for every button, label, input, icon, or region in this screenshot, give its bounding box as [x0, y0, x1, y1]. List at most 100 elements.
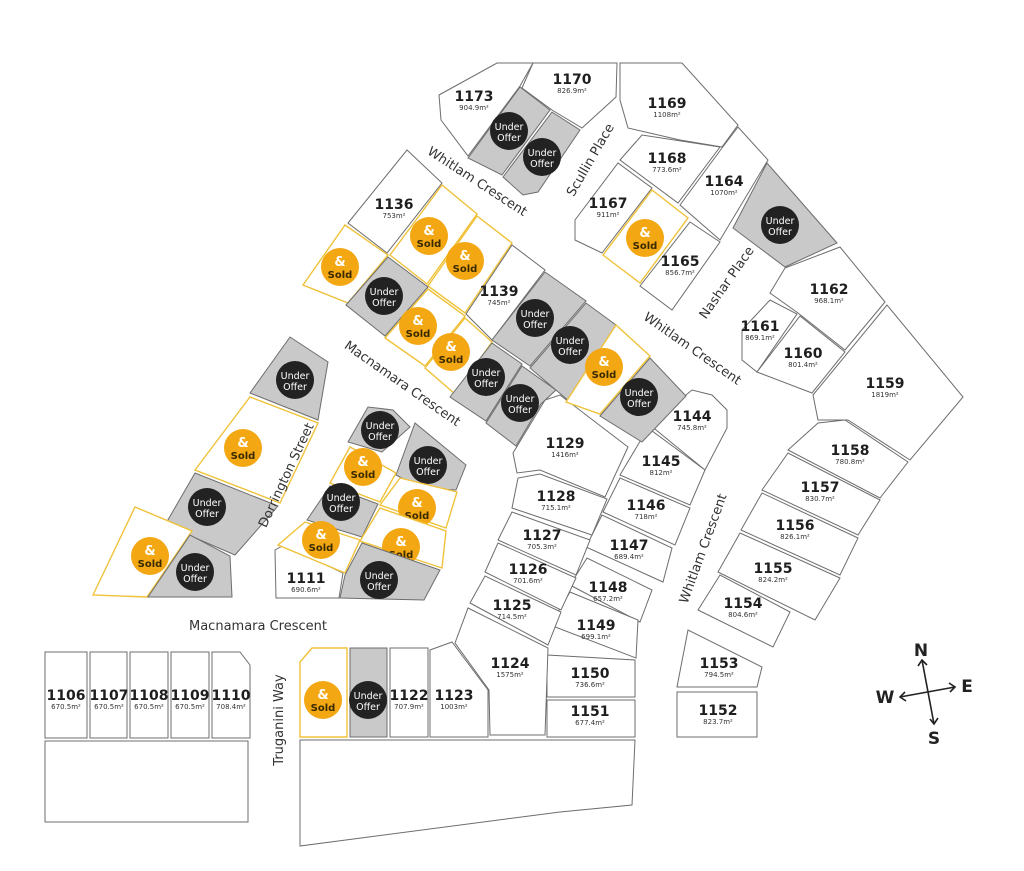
lot-sold-59[interactable]: &Sold	[91, 506, 194, 598]
lot-boundary[interactable]	[756, 315, 846, 394]
lot-sold-63[interactable]: &Sold	[427, 214, 513, 314]
lot-boundary[interactable]	[569, 557, 653, 623]
lot-boundary[interactable]	[44, 740, 249, 823]
lot-boundary[interactable]	[619, 427, 706, 506]
lot-boundary[interactable]	[787, 419, 909, 499]
lot-boundary[interactable]	[44, 651, 88, 739]
lot-boundary[interactable]	[484, 542, 577, 611]
lot-boundary[interactable]	[697, 574, 791, 648]
lot-boundary[interactable]	[574, 162, 653, 254]
lot-boundary[interactable]	[740, 492, 859, 576]
lot-boundary[interactable]	[347, 149, 443, 254]
lot-boundary[interactable]	[769, 246, 886, 351]
lot-sold-73[interactable]: &Sold	[564, 323, 651, 415]
lot-boundary[interactable]	[521, 62, 618, 129]
lot-boundary[interactable]	[639, 221, 721, 311]
lot-boundary[interactable]	[89, 651, 128, 739]
lot-available-40[interactable]	[299, 739, 636, 847]
lot-boundary[interactable]	[585, 514, 673, 583]
lot-boundary[interactable]	[602, 477, 691, 546]
lot-boundary[interactable]	[454, 607, 549, 736]
lot-boundary[interactable]	[679, 126, 769, 241]
lot-sold-67[interactable]: &Sold	[383, 288, 467, 367]
lot-sold-39[interactable]: &Sold	[299, 647, 348, 738]
lot-boundary[interactable]	[717, 532, 841, 621]
lot-boundary[interactable]	[389, 647, 429, 738]
lot-boundary[interactable]	[676, 691, 758, 738]
lot-available-41[interactable]	[44, 740, 249, 823]
lot-sold-65[interactable]: &Sold	[301, 224, 390, 304]
lot-boundary[interactable]	[469, 575, 562, 646]
lot-boundary[interactable]	[676, 629, 763, 688]
lot-boundary[interactable]	[511, 473, 608, 536]
lot-boundary[interactable]	[512, 394, 629, 498]
lot-boundary[interactable]	[619, 62, 739, 148]
lot-boundary[interactable]	[299, 739, 636, 847]
lot-boundary[interactable]	[438, 62, 534, 157]
lot-boundary[interactable]	[546, 699, 636, 738]
lot-boundary[interactable]	[429, 641, 489, 738]
lot-boundary[interactable]	[129, 651, 169, 739]
lot-boundary[interactable]	[211, 651, 251, 739]
lot-boundary[interactable]	[761, 452, 881, 536]
lot-boundary[interactable]	[497, 511, 591, 576]
lot-sold-9[interactable]: &Sold	[602, 189, 689, 284]
lot-sold-53[interactable]: &Sold	[276, 521, 361, 574]
lot-boundary[interactable]	[465, 244, 546, 341]
lot-sold-62[interactable]: &Sold	[389, 183, 478, 286]
